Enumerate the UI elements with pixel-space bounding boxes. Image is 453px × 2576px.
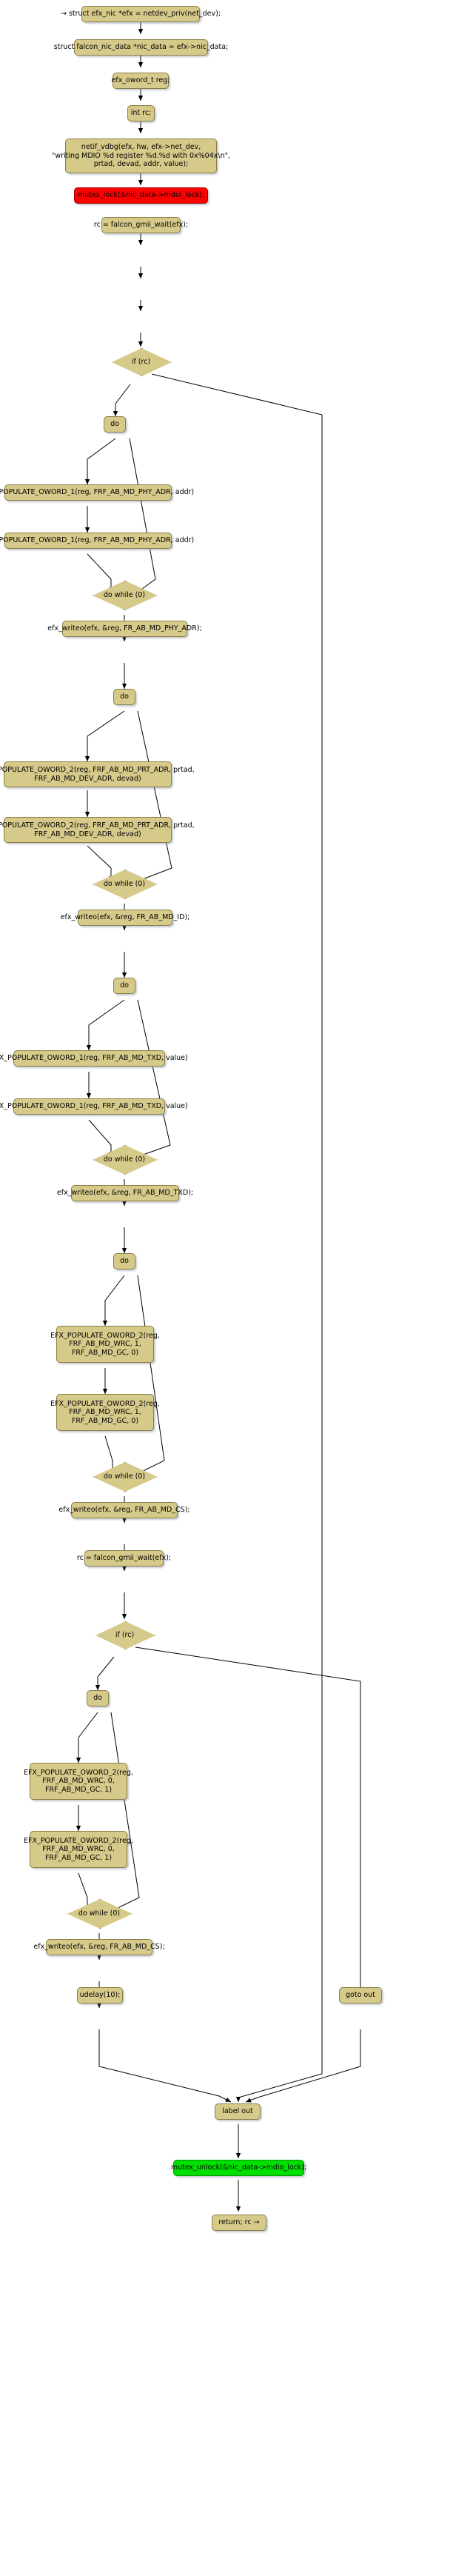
node-do-2[interactable]: do	[113, 689, 135, 705]
node-do-1[interactable]: do	[104, 416, 126, 433]
node-udelay[interactable]: udelay(10);	[77, 1987, 123, 2003]
decision-label: do while (0)	[103, 590, 146, 599]
node-return-rc[interactable]: return; rc →	[212, 2215, 266, 2231]
node-writeo-md-id[interactable]: efx_writeo(efx, &reg, FR_AB_MD_ID);	[61, 910, 189, 926]
decision-do-while-1[interactable]: do while (0)	[93, 581, 158, 610]
node-int-rc-decl[interactable]: int rc;	[127, 105, 155, 121]
decision-if-rc-1[interactable]: if (rc)	[112, 348, 172, 376]
node-populate-txd-2[interactable]: EFX_POPULATE_OWORD_1(reg, FRF_AB_MD_TXD,…	[0, 1098, 188, 1115]
node-populate-prt-dev-adr-1[interactable]: EFX_POPULATE_OWORD_2(reg, FRF_AB_MD_PRT_…	[0, 761, 195, 787]
node-goto-out[interactable]: goto out	[339, 1987, 382, 2003]
node-do-4[interactable]: do	[113, 1253, 135, 1269]
node-populate-wrc-gc0-2[interactable]: EFX_POPULATE_OWORD_2(reg, FRF_AB_MD_WRC,…	[50, 1394, 160, 1431]
node-writeo-md-cs-1[interactable]: efx_writeo(efx, &reg, FR_AB_MD_CS);	[58, 1502, 190, 1518]
decision-do-while-3[interactable]: do while (0)	[93, 1145, 158, 1175]
node-falcon-nic-data-decl[interactable]: struct falcon_nic_data *nic_data = efx->…	[54, 39, 228, 56]
decision-do-while-2[interactable]: do while (0)	[93, 870, 158, 899]
node-gmii-wait-2[interactable]: rc = falcon_gmii_wait(efx);	[77, 1550, 171, 1566]
node-populate-phy-adr-1[interactable]: EFX_POPULATE_OWORD_1(reg, FRF_AB_MD_PHY_…	[0, 484, 194, 501]
decision-label: do while (0)	[103, 1472, 146, 1481]
node-populate-wrc-gc1-1[interactable]: EFX_POPULATE_OWORD_2(reg, FRF_AB_MD_WRC,…	[24, 1763, 133, 1800]
decision-label: do while (0)	[103, 879, 146, 888]
node-efx-oword-decl[interactable]: efx_oword_t reg;	[112, 73, 170, 89]
decision-label: do while (0)	[103, 1155, 146, 1164]
node-do-5[interactable]: do	[87, 1690, 109, 1706]
node-populate-txd-1[interactable]: EFX_POPULATE_OWORD_1(reg, FRF_AB_MD_TXD,…	[0, 1050, 188, 1067]
decision-label: do while (0)	[78, 1909, 121, 1918]
node-writeo-phy-adr[interactable]: efx_writeo(efx, &reg, FR_AB_MD_PHY_ADR);	[47, 621, 202, 637]
node-populate-wrc-gc1-2[interactable]: EFX_POPULATE_OWORD_2(reg, FRF_AB_MD_WRC,…	[24, 1831, 133, 1868]
node-populate-prt-dev-adr-2[interactable]: EFX_POPULATE_OWORD_2(reg, FRF_AB_MD_PRT_…	[0, 817, 195, 843]
decision-do-while-5[interactable]: do while (0)	[67, 1899, 132, 1929]
node-mutex-unlock[interactable]: mutex_unlock(&nic_data->mdio_lock);	[171, 2160, 306, 2176]
node-populate-wrc-gc0-1[interactable]: EFX_POPULATE_OWORD_2(reg, FRF_AB_MD_WRC,…	[50, 1326, 160, 1363]
node-gmii-wait-1[interactable]: rc = falcon_gmii_wait(efx);	[94, 217, 188, 233]
node-mutex-lock[interactable]: mutex_lock(&nic_data->mdio_lock);	[74, 187, 208, 204]
decision-label: if (rc)	[115, 1630, 135, 1639]
node-populate-phy-adr-2[interactable]: EFX_POPULATE_OWORD_1(reg, FRF_AB_MD_PHY_…	[0, 533, 194, 549]
node-label-out[interactable]: label out	[215, 2103, 261, 2120]
node-efx-nic-decl[interactable]: → struct efx_nic *efx = netdev_priv(net_…	[61, 6, 221, 22]
decision-if-rc-2[interactable]: if (rc)	[95, 1621, 155, 1649]
node-do-3[interactable]: do	[113, 978, 135, 994]
node-netif-vdbg[interactable]: netif_vdbg(efx, hw, efx->net_dev, "writi…	[52, 139, 230, 173]
decision-do-while-4[interactable]: do while (0)	[93, 1462, 158, 1492]
node-writeo-md-cs-2[interactable]: efx_writeo(efx, &reg, FR_AB_MD_CS);	[33, 1939, 165, 1955]
decision-label: if (rc)	[131, 357, 151, 366]
node-writeo-md-txd[interactable]: efx_writeo(efx, &reg, FR_AB_MD_TXD);	[57, 1185, 193, 1201]
